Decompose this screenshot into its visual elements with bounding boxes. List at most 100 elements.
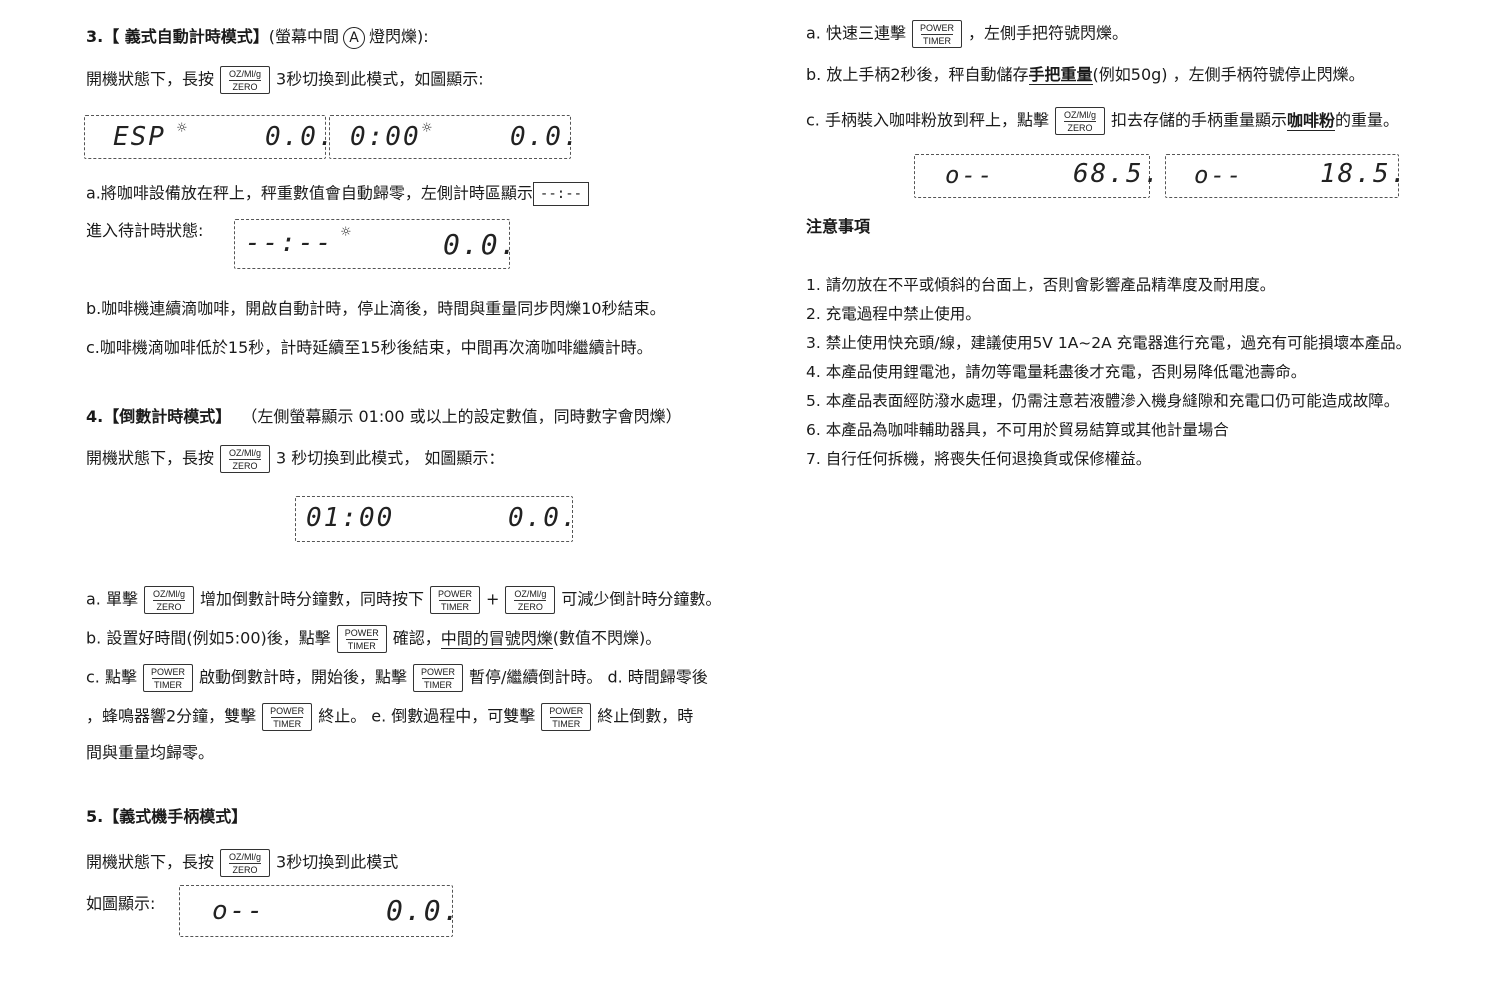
key-bottom-label: TIMER bbox=[922, 36, 951, 46]
lcd-esp-display: ESP ☼ 0.0. bbox=[84, 115, 334, 159]
lcd-right-text: 68.5. bbox=[1073, 159, 1162, 189]
key-top-label: POWER bbox=[913, 23, 961, 35]
section3-step-a: a.將咖啡設備放在秤上，秤重數值會自動歸零，左側計時區顯示--:-- bbox=[86, 182, 590, 206]
lcd-left-text: 01:00 bbox=[306, 503, 395, 533]
s4c-5: 終止。 e. 倒數過程中，可雙擊 bbox=[318, 706, 536, 726]
lcd-right-text: 0.0. bbox=[386, 894, 462, 927]
s4a-1: a. 單擊 bbox=[86, 589, 138, 609]
section5-label: 如圖顯示: bbox=[86, 894, 156, 913]
s4c-1: c. 點擊 bbox=[86, 667, 137, 687]
right-c-bold: 咖啡粉 bbox=[1287, 110, 1336, 131]
key-bottom-label: TIMER bbox=[552, 719, 581, 729]
s4a-2: 增加倒數計時分鐘數，同時按下 bbox=[199, 589, 424, 609]
timer-box: --:-- bbox=[532, 182, 590, 206]
section3-step-c: c.咖啡機滴咖啡低於15秒，計時延續至15秒後結束，中間再次滴咖啡繼續計時。 bbox=[86, 338, 653, 357]
lcd-right-text: 0.0. bbox=[508, 503, 579, 533]
key-bottom-label: ZERO bbox=[1067, 123, 1093, 133]
section4-title: 4.【倒數計時模式】 （左側螢幕顯示 01:00 或以上的設定數值，同時數字會閃… bbox=[86, 406, 682, 428]
key-bottom-label: ZERO bbox=[232, 461, 258, 471]
right-b-bold: 手把重量 bbox=[1028, 65, 1093, 85]
note-item: 5. 本產品表面經防潑水處理，仍需注意若液體滲入機身縫隙和充電口仍可能造成故障。 bbox=[806, 392, 1400, 410]
note-item: 4. 本產品使用鋰電池，請勿等電量耗盡後才充電，否則易降低電池壽命。 bbox=[806, 363, 1307, 381]
section3-intro-b: 3秒切換到此模式，如圖顯示: bbox=[276, 69, 484, 89]
note-item: 2. 充電過程中禁止使用。 bbox=[806, 305, 981, 323]
section3-intro-a: 開機狀態下，長按 bbox=[86, 69, 215, 89]
lcd-right-text: 18.5. bbox=[1320, 159, 1409, 189]
right-b-2: (例如50g) ，左側手柄符號停止閃爍。 bbox=[1092, 65, 1365, 84]
section3-wait-label: 進入待計時狀態: bbox=[86, 221, 204, 240]
right-b-1: b. 放上手柄2秒後，秤自動儲存 bbox=[806, 65, 1029, 84]
section3-heading: 【 義式自動計時模式】 bbox=[103, 27, 269, 46]
right-c-2: 扣去存儲的手柄重量顯示 bbox=[1110, 110, 1287, 130]
key-top-label: OZ/Ml/g bbox=[221, 448, 269, 460]
key-bottom-label: ZERO bbox=[517, 602, 543, 612]
key-top-label: OZ/Ml/g bbox=[221, 852, 269, 864]
right-c-3: 的重量。 bbox=[1335, 110, 1400, 130]
plus-sign: + bbox=[486, 589, 500, 609]
section4-note: （左側螢幕顯示 01:00 或以上的設定數值，同時數字會閃爍） bbox=[241, 407, 682, 426]
key-top-label: OZ/Ml/g bbox=[506, 589, 554, 601]
lcd-handle-display: o-- 0.0. bbox=[179, 885, 459, 937]
sun-icon: ☼ bbox=[422, 118, 432, 137]
lcd-right-text: 0.0. bbox=[265, 122, 336, 152]
s4b-1: b. 設置好時間(例如5:00)後，點擊 bbox=[86, 628, 331, 648]
section4-intro-a: 開機狀態下，長按 bbox=[86, 448, 215, 468]
lcd-timer-display: 0:00 ☼ 0.0. bbox=[329, 115, 579, 159]
section4-step-c-end: 間與重量均歸零。 bbox=[86, 743, 215, 762]
key-bottom-label: TIMER bbox=[424, 680, 452, 690]
key-top-label: POWER bbox=[263, 706, 311, 718]
lcd-left-text: --:-- bbox=[245, 228, 334, 258]
lcd-countdown-display: 01:00 0.0. bbox=[295, 496, 577, 542]
s4c-3: 暫停/繼續倒計時。 d. 時間歸零後 bbox=[469, 667, 708, 687]
lcd-coffee-weight-display: o-- 18.5. bbox=[1165, 154, 1406, 198]
lcd-right-text: 0.0. bbox=[443, 228, 519, 261]
section3-step-b: b.咖啡機連續滴咖啡，開啟自動計時，停止滴後，時間與重量同步閃爍10秒結束。 bbox=[86, 299, 666, 318]
lcd-left-text: 0:00 bbox=[350, 122, 421, 152]
key-bottom-label: TIMER bbox=[153, 680, 182, 690]
section3-step-a-text: a.將咖啡設備放在秤上，秤重數值會自動歸零，左側計時區顯示 bbox=[86, 183, 533, 203]
key-top-label: OZ/Ml/g bbox=[145, 589, 193, 601]
key-top-label: OZ/Ml/g bbox=[1056, 110, 1104, 122]
note-item: 6. 本產品為咖啡輔助器具，不可用於貿易結算或其他計量場合 bbox=[806, 421, 1229, 439]
section3-number: 3. bbox=[86, 27, 104, 46]
section3-note-b: 燈閃爍): bbox=[369, 27, 429, 46]
lcd-left-text: ESP bbox=[113, 122, 166, 152]
note-item: 7. 自行任何拆機，將喪失任何退換貨或保修權益。 bbox=[806, 450, 1152, 468]
key-bottom-label: ZERO bbox=[232, 82, 258, 92]
key-top-label: POWER bbox=[431, 589, 479, 601]
key-bottom-label: TIMER bbox=[273, 719, 302, 729]
s4b-4: (數值不閃爍)。 bbox=[552, 628, 662, 648]
key-top-label: POWER bbox=[144, 667, 192, 679]
notes-title: 注意事項 bbox=[806, 217, 871, 236]
s4c-6: 終止倒數，時 bbox=[597, 706, 694, 726]
lcd-waiting-display: --:-- ☼ 0.0. bbox=[234, 219, 516, 269]
lcd-left-text: o-- bbox=[212, 896, 265, 926]
right-step-b: b. 放上手柄2秒後，秤自動儲存手把重量(例如50g) ，左側手柄符號停止閃爍。 bbox=[806, 64, 1365, 86]
s4a-3: 可減少倒計時分鐘數。 bbox=[561, 589, 722, 609]
right-a-1: a. 快速三連擊 bbox=[806, 23, 906, 43]
section4-heading: 4.【倒數計時模式】 bbox=[86, 407, 232, 426]
section4-intro-b: 3 秒切換到此模式， 如圖顯示： bbox=[276, 448, 505, 468]
s4b-2: 確認， bbox=[392, 628, 441, 648]
sun-icon: ☼ bbox=[177, 118, 187, 137]
